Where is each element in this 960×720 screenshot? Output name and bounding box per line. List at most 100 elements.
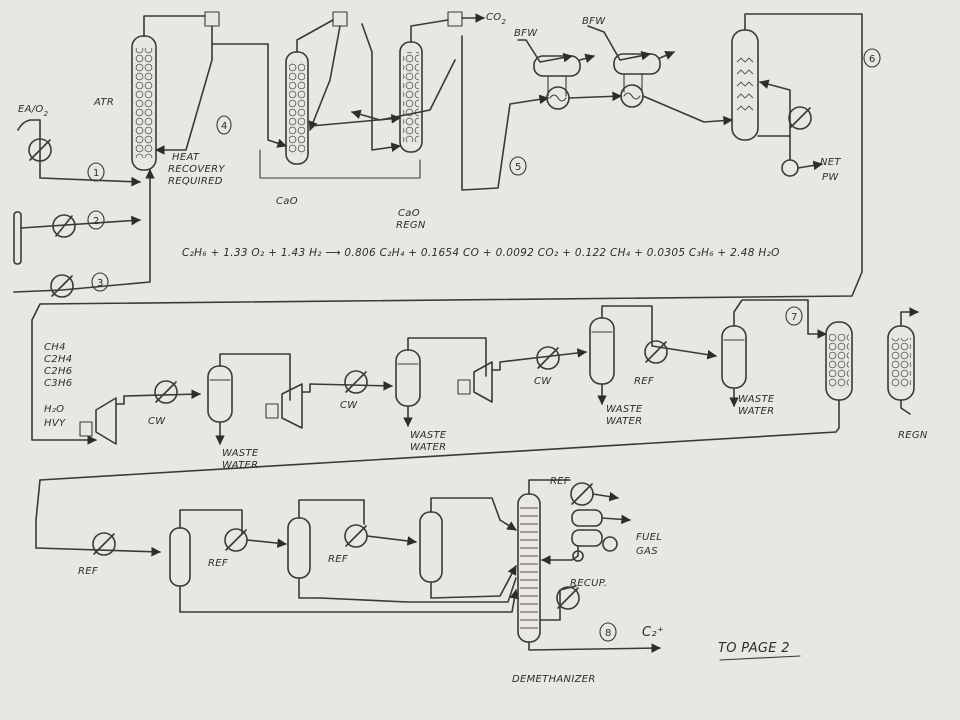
waste-water-1-line1: WASTE <box>222 448 259 459</box>
reaction-equation: C₂H₆ + 1.33 O₂ + 1.43 H₂ ⟶ 0.806 C₂H₄ + … <box>182 247 780 259</box>
valve-box-3 <box>447 11 463 27</box>
chiller-3-out <box>246 538 287 548</box>
cold-drum-3-overhead <box>430 497 501 521</box>
bfw-1-label: BFW <box>514 28 538 39</box>
compressor-2-driver <box>265 403 279 419</box>
aftercooler-3 <box>536 346 560 370</box>
stream-8-tag <box>599 622 617 642</box>
row-3-cold-section: REF REF REF DEMETHANIZER <box>35 476 801 685</box>
cold-drum-1-bottoms <box>179 585 201 613</box>
demethanizer-label: DEMETHANIZER <box>512 674 596 685</box>
boiler-1-to-2 <box>568 91 622 102</box>
feed-air-label: EA/O2 <box>18 104 49 118</box>
row1-to-row2-line <box>31 239 863 321</box>
aftercooler-1 <box>154 380 178 404</box>
feed-heater-3-arrow <box>51 275 73 297</box>
net-pw-label-2: PW <box>822 172 839 183</box>
compressor-3-driver <box>457 379 471 395</box>
component-c3h6: C3H6 <box>44 378 72 389</box>
compressor-3 <box>473 361 493 403</box>
waste-water-4-line1: WASTE <box>738 394 775 405</box>
stream-2-number: 2 <box>93 216 100 227</box>
stream-7-tag <box>785 306 803 326</box>
ref-3-label: REF <box>328 554 348 565</box>
reboiler-arrow <box>557 587 579 609</box>
atr-catalyst-packing <box>135 48 153 158</box>
stream-2-tag <box>87 210 105 230</box>
ref-row2-label: REF <box>634 376 654 387</box>
c2-plus-product-line <box>528 641 661 653</box>
waste-water-1-line2: WATER <box>222 460 258 471</box>
demethanizer-trays <box>520 507 538 629</box>
chiller-4-arrow <box>345 525 367 547</box>
to-page-label: TO PAGE 2 <box>718 641 790 656</box>
stream-8-number: 8 <box>605 628 612 639</box>
aftercooler-1-arrow <box>155 381 177 403</box>
waste-water-4-line2: WATER <box>738 406 774 417</box>
cao-bed-1-recycle <box>308 25 341 131</box>
stream-6-tag <box>863 48 881 68</box>
row-2-compression-section: CH4 C2H4 C2H6 C3H6 H₂O HVY CW WASTE WATE… <box>31 299 928 481</box>
cw-3-label: CW <box>534 376 552 387</box>
vapor-feed <box>499 519 517 531</box>
stream-1-number: 1 <box>93 168 100 179</box>
reboiler <box>556 586 580 610</box>
feed-heater-1-arrow <box>29 139 51 161</box>
stream-7-number: 7 <box>791 312 798 323</box>
overhead-vent <box>592 491 619 502</box>
row2-feed-line <box>31 319 97 445</box>
to-page-underline <box>719 655 801 661</box>
ref-1-label: REF <box>78 566 98 577</box>
pump-around-return <box>759 79 791 137</box>
heat-recovery-label-1: HEAT <box>172 152 200 163</box>
ko-drum-2-overhead <box>407 337 487 377</box>
stream-1-tag <box>87 162 105 182</box>
chiller-1 <box>644 340 668 364</box>
stream-5-number: 5 <box>515 162 522 173</box>
bfw-2-label: BFW <box>582 16 606 27</box>
cold-drum-2-bottoms <box>298 577 321 599</box>
net-pw-label-1: NET <box>820 157 841 168</box>
boiler-2-coil <box>623 92 641 100</box>
heat-recovery-line <box>155 25 213 155</box>
dryer-1-packing <box>829 334 849 388</box>
waste-water-2-line1: WASTE <box>410 430 447 441</box>
cao-regn-label-1: CaO <box>398 208 420 219</box>
stream-3-number: 3 <box>97 278 104 289</box>
liquid-feed-2 <box>319 577 517 603</box>
stream-4-tag <box>216 115 232 135</box>
hvy-label: HVY <box>44 418 66 429</box>
quench-overhead <box>744 13 863 241</box>
h2o-label: H₂O <box>44 404 64 415</box>
component-ch4: CH4 <box>44 342 66 353</box>
chiller-2 <box>92 532 116 556</box>
waste-water-3-line1: WASTE <box>606 404 643 415</box>
ref-2-label: REF <box>208 558 228 569</box>
cao-regen-feed <box>361 23 401 152</box>
steam-1-out <box>579 53 595 63</box>
chiller-2-arrow <box>93 533 115 555</box>
ko-drum-3-overhead <box>601 305 717 360</box>
net-pw-line <box>797 160 823 171</box>
steam-drum-1 <box>533 55 581 77</box>
overhead-condenser-arrow <box>571 483 593 505</box>
cao-bed-1-top <box>296 19 334 53</box>
cold-drum-1-overhead <box>179 509 243 535</box>
steam-2-out <box>659 50 675 60</box>
waste-water-2-line2: WATER <box>410 442 446 453</box>
row-1-reaction-section: EA/O2 1 2 3 ATR HEAT RECOVERY REQUIRED 4 <box>13 11 881 298</box>
dryer-2-regen-in <box>900 399 911 415</box>
feed-heater-2-arrow <box>55 215 73 237</box>
cao-bed-1-packing <box>289 62 305 154</box>
atr-overhead <box>143 15 206 37</box>
liquid-feed-1 <box>199 589 520 613</box>
chiller-4-out <box>366 535 417 546</box>
pump-around-cooler <box>788 106 812 130</box>
cao-regn-label-2: REGN <box>396 220 426 231</box>
stream-6-number: 6 <box>869 54 876 65</box>
bfw-1-line <box>517 39 573 63</box>
stream-1-line <box>17 119 141 187</box>
feed-heater-3 <box>50 274 74 298</box>
chiller-1-arrow <box>645 341 667 363</box>
